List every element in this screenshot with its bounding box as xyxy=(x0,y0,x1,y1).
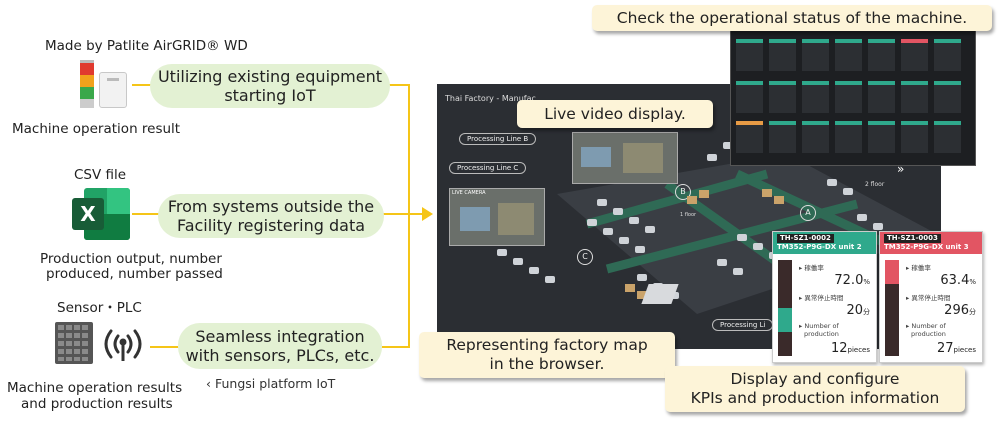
csv-caption-2: produced, number passed xyxy=(46,266,223,282)
excel-icon: X xyxy=(72,188,132,240)
sensor-caption-1: Machine operation results xyxy=(7,380,183,396)
patlite-title: Made by Patlite AirGRID® WD xyxy=(45,38,248,54)
csv-caption-1: Production output, number xyxy=(40,251,222,267)
callout-operational-status: Check the operational status of the mach… xyxy=(592,5,992,31)
map-expand-arrows-icon[interactable]: » xyxy=(897,162,905,176)
patlite-caption: Machine operation result xyxy=(12,121,181,137)
signal-tower-icon xyxy=(80,60,94,108)
airgrid-device-icon xyxy=(99,72,127,108)
platform-mark-icon: ‹ xyxy=(206,376,215,391)
platform-label: ‹ Fungsi platform IoT xyxy=(206,376,336,391)
sensor-title: Sensor・PLC xyxy=(57,300,142,316)
connector-arrow-shaft xyxy=(410,213,424,215)
label-processing-line-b[interactable]: Processing Line B xyxy=(459,133,537,145)
kpi-status-bar xyxy=(885,260,899,356)
machine-status-dashboard[interactable] xyxy=(730,30,976,166)
floor-2-label: 2 floor xyxy=(865,181,885,188)
floor-1-label: 1 floor xyxy=(680,212,697,218)
kpi-status-bar xyxy=(778,260,792,356)
zone-b-marker[interactable]: B xyxy=(675,184,691,200)
live-video-left[interactable]: LIVE CAMERA xyxy=(449,188,545,246)
plc-icon xyxy=(55,322,93,364)
live-video-top[interactable] xyxy=(572,132,678,184)
label-processing-line-bottom[interactable]: Processing Li xyxy=(712,319,774,331)
wireless-antenna-icon xyxy=(104,329,142,361)
csv-title: CSV file xyxy=(74,167,127,183)
callout-live-video: Live video display. xyxy=(517,100,713,128)
label-processing-line-c[interactable]: Processing Line C xyxy=(449,162,527,174)
map-title: Thai Factory - Manufac xyxy=(445,94,536,103)
connector-arrow-head-icon xyxy=(422,207,433,221)
zone-c-marker[interactable]: C xyxy=(577,249,593,265)
zone-a-marker[interactable]: A xyxy=(800,205,816,221)
connector-vertical xyxy=(408,84,410,348)
sensor-caption-2: and production results xyxy=(21,396,173,412)
